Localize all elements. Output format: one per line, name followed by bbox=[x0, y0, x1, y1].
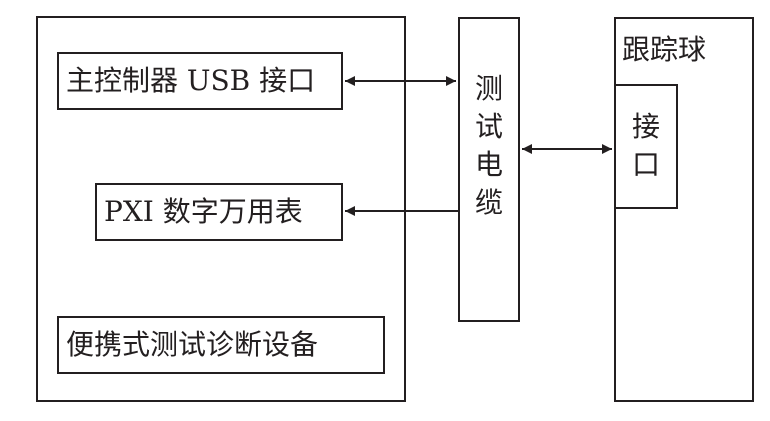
trackball-interface-char-1: 接 bbox=[631, 110, 660, 143]
usb-interface-box bbox=[57, 52, 343, 110]
trackball-interface-label: 接 口 bbox=[614, 108, 678, 184]
portable-device-label-box bbox=[57, 316, 385, 374]
test-cable-char-4: 缆 bbox=[474, 186, 503, 219]
trackball-label: 跟踪球 bbox=[622, 33, 707, 66]
pxi-dmm-box bbox=[95, 183, 343, 241]
portable-device-label: 便携式测试诊断设备 bbox=[66, 328, 319, 361]
test-cable-char-1: 测 bbox=[474, 72, 503, 105]
test-cable-char-2: 试 bbox=[474, 110, 503, 143]
test-cable-char-3: 电 bbox=[474, 148, 503, 181]
usb-interface-label: 主控制器 USB 接口 bbox=[66, 64, 316, 97]
trackball-box bbox=[614, 17, 754, 402]
trackball-interface-box bbox=[614, 84, 678, 209]
trackball-interface-char-2: 口 bbox=[631, 148, 660, 181]
test-cable-label: 测 试 电 缆 bbox=[458, 70, 520, 222]
test-cable-box bbox=[458, 17, 520, 322]
pxi-dmm-label: PXI 数字万用表 bbox=[104, 195, 303, 228]
